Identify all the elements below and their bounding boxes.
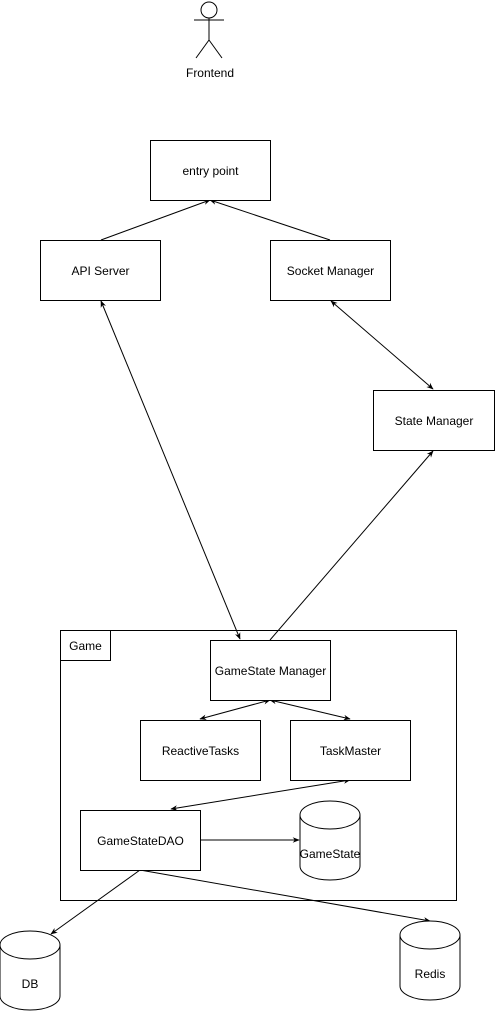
redis-store-label: Redis xyxy=(414,967,446,981)
edge-socket-state xyxy=(330,300,434,390)
gamestate-dao-node[interactable]: GameStateDAO xyxy=(80,810,201,871)
db-store-label: DB xyxy=(21,977,39,991)
edge-api-to-entry xyxy=(100,199,211,241)
frontend-actor-icon xyxy=(194,1,224,59)
edge-taskmaster-dao xyxy=(170,778,351,811)
edge-gsm-to-state xyxy=(269,450,434,641)
edge-socket-to-entry xyxy=(209,199,331,241)
edge-api-gamestate-manager xyxy=(100,300,241,640)
socket-manager-node[interactable]: Socket Manager xyxy=(270,240,391,301)
db-cylinder xyxy=(0,930,61,1011)
edge-dao-to-db xyxy=(50,869,141,935)
gamestate-manager-node[interactable]: GameState Manager xyxy=(210,640,331,701)
game-container-label: Game xyxy=(60,630,111,661)
gamestate-cylinder xyxy=(299,800,361,881)
taskmaster-node[interactable]: TaskMaster xyxy=(290,720,411,781)
game-container xyxy=(60,630,457,901)
gamestate-store-label: GameState xyxy=(299,847,361,861)
edge-gsm-reactive xyxy=(199,698,271,721)
frontend-label: Frontend xyxy=(185,66,235,80)
edge-dao-to-redis xyxy=(139,869,431,923)
entry-point-node[interactable]: entry point xyxy=(150,140,271,201)
state-manager-node[interactable]: State Manager xyxy=(373,390,495,451)
api-server-node[interactable]: API Server xyxy=(40,240,161,301)
edge-gsm-taskmaster xyxy=(269,698,351,721)
redis-cylinder xyxy=(399,920,461,1001)
reactive-tasks-node[interactable]: ReactiveTasks xyxy=(140,720,261,781)
